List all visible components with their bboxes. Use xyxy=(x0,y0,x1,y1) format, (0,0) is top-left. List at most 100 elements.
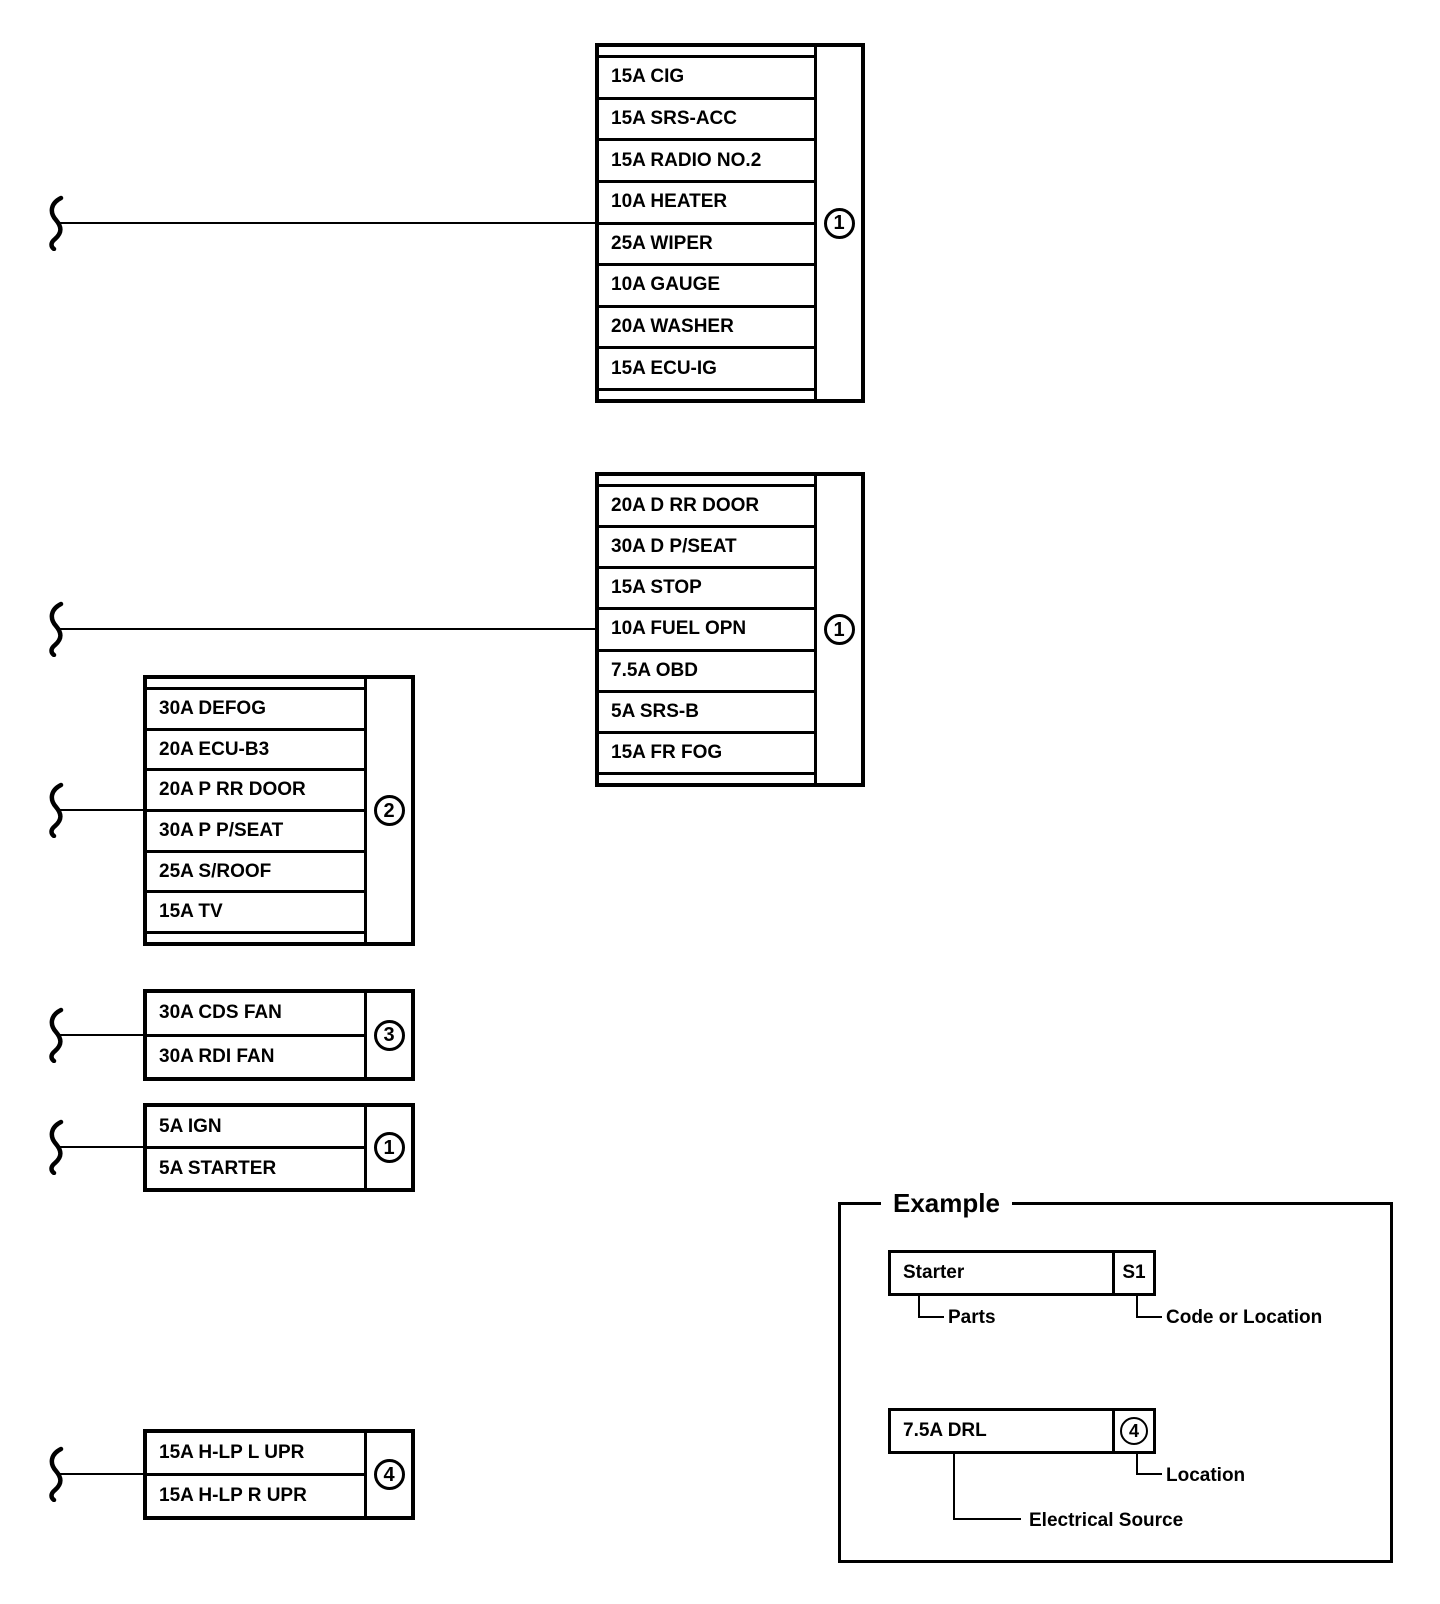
caption-location: Location xyxy=(1166,1465,1246,1486)
pointer-line-source xyxy=(953,1453,1021,1520)
fuse-label: 20A WASHER xyxy=(611,316,734,338)
example-title: Example xyxy=(881,1188,1012,1218)
wire-break-icon xyxy=(49,601,64,657)
fuse-label: 30A RDI FAN xyxy=(159,1045,275,1067)
fuse-label: 5A STARTER xyxy=(159,1157,277,1179)
location-column: 3 xyxy=(364,993,411,1077)
pointer-line-parts xyxy=(918,1296,944,1318)
fuse-label: 10A GAUGE xyxy=(611,274,721,296)
fuse-label: 5A SRS-B xyxy=(611,700,699,722)
location-column: 1 xyxy=(364,1107,411,1188)
location-badge: 1 xyxy=(823,207,855,239)
fuse-label: 25A S/ROOF xyxy=(159,860,272,882)
fuse-row: 15A ECU-IG xyxy=(599,349,814,388)
location-column: 1 xyxy=(814,476,861,783)
fuse-row: 20A P RR DOOR xyxy=(147,771,364,813)
location-badge: 4 xyxy=(373,1459,405,1490)
fuse-label: 15A SRS-ACC xyxy=(611,107,737,129)
fuse-row-list: 15A CIG 15A SRS-ACC 15A RADIO NO.2 10A H… xyxy=(599,55,814,391)
wire-break-icon xyxy=(49,1007,64,1063)
fuse-label: 25A WIPER xyxy=(611,232,713,254)
fuse-row: 15A RADIO NO.2 xyxy=(599,141,814,183)
fuse-row-list: 15A H-LP L UPR 15A H-LP R UPR xyxy=(147,1433,364,1516)
fuse-row: 20A D RR DOOR xyxy=(599,487,814,529)
fuse-block-2: 20A D RR DOOR 30A D P/SEAT 15A STOP 10A … xyxy=(595,472,865,787)
fuse-row: 10A FUEL OPN xyxy=(599,610,814,652)
caption-code: Code or Location xyxy=(1166,1307,1323,1328)
wire-line xyxy=(58,628,595,630)
fuse-label: 15A H-LP L UPR xyxy=(159,1442,305,1463)
fuse-row-list: 30A DEFOG 20A ECU-B3 20A P RR DOOR 30A P… xyxy=(147,687,364,934)
fuse-row: 5A STARTER xyxy=(147,1149,364,1188)
pointer-line-location xyxy=(1136,1453,1162,1475)
fuse-row-list: 20A D RR DOOR 30A D P/SEAT 15A STOP 10A … xyxy=(599,484,814,775)
fuse-row: 25A WIPER xyxy=(599,225,814,267)
location-badge: 3 xyxy=(373,1019,405,1051)
fuse-label: 20A D RR DOOR xyxy=(611,495,760,517)
fuse-block-6: 15A H-LP L UPR 15A H-LP R UPR 4 xyxy=(143,1429,415,1520)
fuse-label: 15A ECU-IG xyxy=(611,357,717,379)
fuse-row: 5A IGN xyxy=(147,1107,364,1149)
fuse-block-5: 5A IGN 5A STARTER 1 xyxy=(143,1103,415,1192)
wire-line xyxy=(58,809,143,811)
fuse-row: 30A P P/SEAT xyxy=(147,812,364,853)
fuse-label: 7.5A OBD xyxy=(611,659,698,681)
fuse-block-1: 15A CIG 15A SRS-ACC 15A RADIO NO.2 10A H… xyxy=(595,43,865,403)
fuse-label: 15A FR FOG xyxy=(611,741,723,763)
fuse-row: 20A WASHER xyxy=(599,308,814,350)
fuse-label: 15A TV xyxy=(159,901,223,923)
fuse-row: 15A CIG xyxy=(599,58,814,100)
example-box: Example Starter S1 Parts Code or Locatio… xyxy=(838,1188,1393,1563)
wire-line xyxy=(58,1146,143,1148)
fuse-label: 15A H-LP R UPR xyxy=(159,1485,307,1506)
fuse-label: 10A HEATER xyxy=(611,191,728,213)
example-location-cell: 4 xyxy=(1112,1411,1153,1451)
wire-break-icon xyxy=(49,1119,64,1175)
location-column: 2 xyxy=(364,679,411,942)
fuse-label: 30A DEFOG xyxy=(159,697,266,719)
example-parts-label: Starter xyxy=(903,1262,965,1283)
fuse-row: 10A GAUGE xyxy=(599,266,814,308)
fuse-block-3: 30A DEFOG 20A ECU-B3 20A P RR DOOR 30A P… xyxy=(143,675,415,946)
fuse-label: 15A RADIO NO.2 xyxy=(611,149,762,171)
fuse-label: 20A ECU-B3 xyxy=(159,738,270,760)
fuse-row: 20A ECU-B3 xyxy=(147,731,364,772)
fuse-label: 30A P P/SEAT xyxy=(159,819,284,841)
location-column: 1 xyxy=(814,47,861,399)
fuse-row-list: 5A IGN 5A STARTER xyxy=(147,1107,364,1188)
wire-line xyxy=(58,1473,143,1475)
location-badge: 4 xyxy=(1120,1417,1148,1445)
caption-parts: Parts xyxy=(948,1307,996,1328)
example-source-box: 7.5A DRL 4 xyxy=(888,1408,1156,1454)
fuse-label: 15A STOP xyxy=(611,577,702,599)
fuse-block-4: 30A CDS FAN 30A RDI FAN 3 xyxy=(143,989,415,1081)
location-badge: 1 xyxy=(373,1132,405,1163)
fuse-row: 30A RDI FAN xyxy=(147,1037,364,1078)
example-source-label: 7.5A DRL xyxy=(903,1420,987,1441)
wire-break-icon xyxy=(49,782,64,838)
wire-break-icon xyxy=(49,195,64,251)
fuse-row: 15A SRS-ACC xyxy=(599,100,814,142)
pointer-line-code xyxy=(1136,1296,1162,1318)
fuse-label: 15A CIG xyxy=(611,66,685,88)
fuse-label: 5A IGN xyxy=(159,1115,222,1137)
fuse-row: 15A STOP xyxy=(599,569,814,611)
example-parts-box: Starter S1 xyxy=(888,1250,1156,1296)
fuse-label: 10A FUEL OPN xyxy=(611,618,747,640)
fuse-row: 15A H-LP L UPR xyxy=(147,1433,364,1476)
fuse-row: 15A FR FOG xyxy=(599,734,814,772)
fuse-row-list: 30A CDS FAN 30A RDI FAN xyxy=(147,993,364,1077)
location-badge: 2 xyxy=(373,795,405,826)
fuse-row: 5A SRS-B xyxy=(599,693,814,734)
fuse-row: 7.5A OBD xyxy=(599,652,814,693)
caption-source: Electrical Source xyxy=(1029,1510,1184,1531)
fuse-row: 30A DEFOG xyxy=(147,690,364,731)
wire-line xyxy=(58,1034,143,1036)
fuse-row: 30A D P/SEAT xyxy=(599,528,814,570)
location-column: 4 xyxy=(364,1433,411,1516)
wire-line xyxy=(58,222,595,224)
fuse-label: 20A P RR DOOR xyxy=(159,779,306,801)
fuse-row: 10A HEATER xyxy=(599,183,814,225)
fuse-label: 30A D P/SEAT xyxy=(611,536,737,558)
